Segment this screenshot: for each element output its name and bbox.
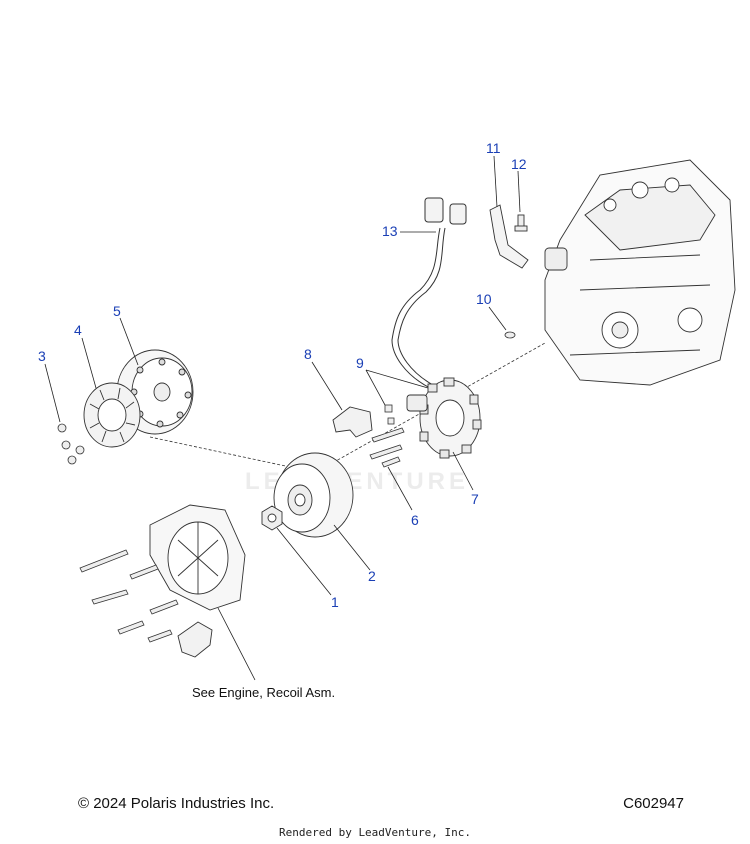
callout-12: 12 <box>511 156 527 172</box>
housing-bolts <box>79 549 179 643</box>
nut-part-1 <box>261 505 283 531</box>
assembly-axis-lines <box>149 342 546 471</box>
bracket-part-11 <box>489 204 529 269</box>
wiring-harness <box>391 197 467 389</box>
rendered-by-text: Rendered by LeadVenture, Inc. <box>278 826 472 839</box>
callout-2: 2 <box>368 568 376 584</box>
copyright-text: © 2024 Polaris Industries Inc. <box>78 795 275 812</box>
see-engine-note: See Engine, Recoil Asm. <box>192 685 335 700</box>
callout-5: 5 <box>113 303 121 319</box>
flywheel-part-2 <box>273 452 354 538</box>
bolts-part-6 <box>369 427 405 468</box>
callout-1: 1 <box>331 594 339 610</box>
elbow-fitting <box>177 621 213 658</box>
callout-11: 11 <box>486 140 501 156</box>
callout-13: 13 <box>382 223 398 239</box>
callout-6: 6 <box>411 512 419 528</box>
stator-part-7 <box>406 377 482 459</box>
callout-7: 7 <box>471 491 479 507</box>
bolt-part-12 <box>514 214 528 232</box>
leader-lines <box>44 155 521 681</box>
fan-part-4 <box>83 382 141 448</box>
callout-4: 4 <box>74 322 82 338</box>
callout-10: 10 <box>476 291 492 307</box>
callout-8: 8 <box>304 346 312 362</box>
screws-part-9 <box>384 404 395 425</box>
recoil-housing <box>149 504 246 611</box>
plug-part-10 <box>504 331 516 339</box>
diagram-code: C602947 <box>623 795 684 812</box>
engine-block <box>544 159 736 386</box>
nuts-part-3 <box>57 423 85 465</box>
bracket-part-8 <box>332 406 373 438</box>
callout-3: 3 <box>38 348 46 364</box>
callout-9: 9 <box>356 355 364 371</box>
